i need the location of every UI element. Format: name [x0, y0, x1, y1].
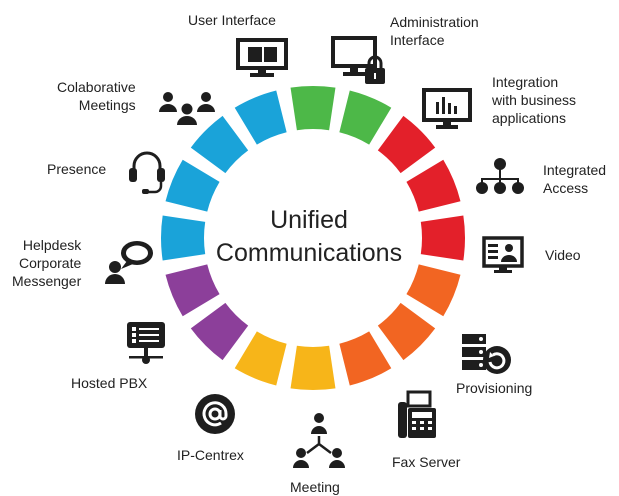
chat-user-icon: [105, 241, 153, 284]
server-sync-icon: [462, 334, 511, 374]
fax-icon: [398, 390, 436, 438]
at-sign-icon: [195, 394, 235, 434]
ring-segment-blue: [161, 215, 206, 261]
label-video: Video: [545, 246, 581, 264]
ring-segment-purple: [190, 302, 249, 361]
ring-segment-orange: [406, 264, 461, 317]
label-line: Interface: [390, 32, 445, 48]
label-collaborative-meetings: Colaborative Meetings: [57, 78, 136, 114]
label-presence: Presence: [47, 160, 106, 178]
video-call-icon: [482, 236, 524, 273]
label-line: Provisioning: [456, 380, 533, 396]
ring-segment-purple: [165, 264, 220, 317]
label-integrated-access: Integrated Access: [543, 161, 606, 197]
ring-segment-orange: [339, 331, 392, 386]
meeting-icon: [293, 413, 345, 468]
label-line: Meetings: [78, 97, 136, 113]
label-line: Access: [543, 180, 589, 196]
ring-segment-green: [290, 86, 336, 131]
label-line: User Interface: [188, 12, 276, 28]
label-user-interface: User Interface: [188, 11, 276, 29]
label-line: Administration: [390, 14, 479, 30]
pbx-server-icon: [127, 322, 165, 364]
ring-segment-green: [339, 90, 392, 145]
label-meeting: Meeting: [290, 478, 340, 496]
label-provisioning: Provisioning: [456, 379, 532, 397]
center-title-line2: Communications: [215, 239, 403, 267]
ring-segment-red: [420, 215, 465, 261]
label-line: Colaborative: [57, 79, 136, 95]
label-line: Fax Server: [392, 454, 461, 470]
label-fax-server: Fax Server: [392, 453, 460, 471]
label-line: Integrated: [543, 162, 607, 178]
ring-segment-blue: [165, 159, 220, 212]
ring-segment-blue: [190, 115, 249, 174]
group-icon: [159, 92, 215, 125]
network-tree-icon: [476, 158, 524, 194]
label-line: Integration: [492, 74, 559, 90]
label-ip-centrex: IP-Centrex: [177, 446, 244, 464]
headset-icon: [129, 151, 165, 194]
label-hosted-pbx: Hosted PBX: [71, 374, 147, 392]
label-line: Helpdesk: [22, 237, 82, 253]
ring-segment-yellow: [234, 331, 287, 386]
ring-segment-blue: [234, 90, 287, 145]
label-integration-business: Integration with business applications: [492, 73, 576, 127]
label-line: applications: [492, 110, 566, 126]
label-line: Meeting: [290, 479, 340, 495]
ring-segment-red: [406, 159, 461, 212]
label-line: Video: [545, 247, 581, 263]
ring-segment-yellow: [290, 345, 336, 390]
label-line: with business: [492, 92, 577, 108]
bar-chart-monitor-icon: [422, 88, 472, 129]
label-line: Messenger: [12, 273, 82, 289]
center-title-line1: Unified: [270, 206, 348, 234]
ring-segment-red: [377, 115, 436, 174]
label-line: Hosted PBX: [71, 375, 148, 391]
label-helpdesk-messenger: Helpdesk Corporate Messenger: [12, 236, 81, 290]
label-administration-interface: Administration Interface: [390, 13, 479, 49]
ring-segment-orange: [377, 302, 436, 361]
label-line: Presence: [47, 161, 107, 177]
label-line: IP-Centrex: [177, 447, 244, 463]
monitor-lock-icon: [331, 36, 385, 84]
monitor-icon: [236, 38, 288, 77]
label-line: Corporate: [19, 255, 82, 271]
